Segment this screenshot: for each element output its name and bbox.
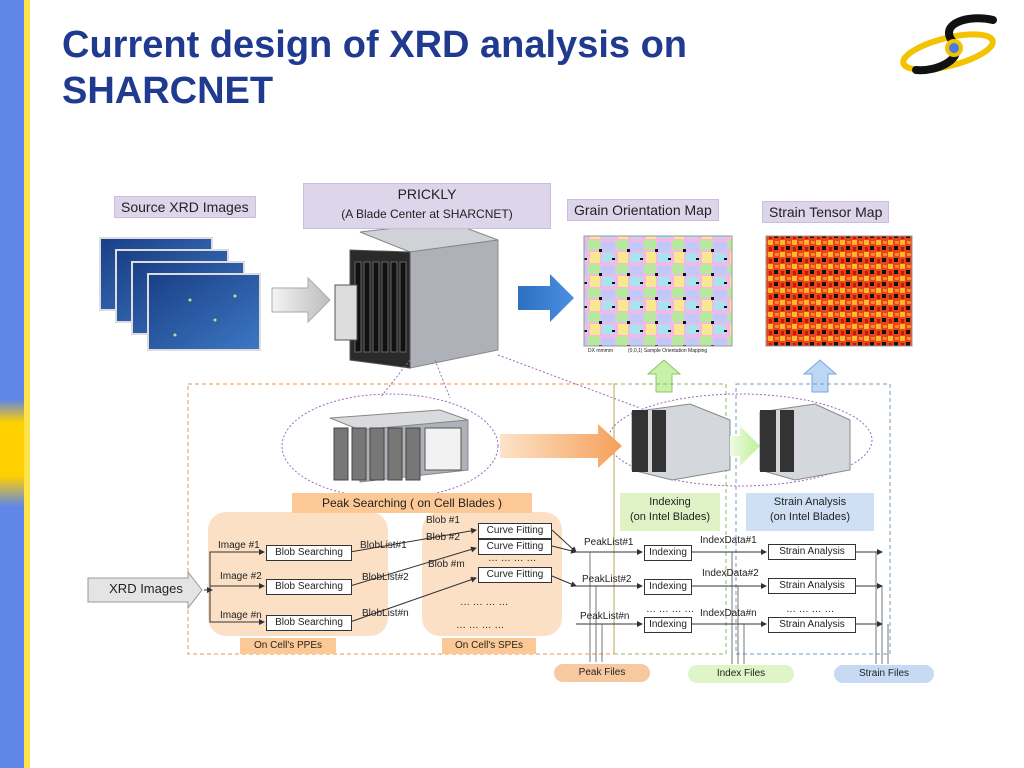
blob-2-label: Blob #2 (426, 532, 460, 543)
strain-section-label: Strain Analysis (on Intel Blades) (746, 493, 874, 531)
spes-label: On Cell's SPEs (442, 638, 536, 654)
prickly-label: PRICKLY (A Blade Center at SHARCNET) (303, 183, 551, 229)
cell-to-intel-arrow (500, 424, 622, 468)
peaklist-n-label: PeakList#n (580, 611, 630, 622)
blob-searching-box-n: Blob Searching (266, 615, 352, 631)
indexing-box-1: Indexing (644, 545, 692, 561)
indexing-box-n: Indexing (644, 617, 692, 633)
curve-fitting-ellipsis: … … … … (488, 553, 537, 564)
peak-searching-region (187, 383, 615, 655)
image-n-label: Image #n (220, 610, 262, 621)
index-files-pill: Index Files (688, 665, 794, 683)
bloblist-2-label: BlobList#2 (362, 572, 409, 583)
indexing-ellipsis: … … … … (646, 604, 695, 615)
peaklist-1-label: PeakList#1 (584, 537, 634, 548)
strain-analysis-box-2: Strain Analysis (768, 578, 856, 594)
indexing-section-sub: (on Intel Blades) (629, 511, 711, 523)
indexdata-2-label: IndexData#2 (702, 568, 759, 579)
cell-blades-image (329, 409, 469, 483)
ppes-region (208, 512, 388, 636)
indexdata-n-label: IndexData#n (700, 608, 757, 619)
strain-section-title: Strain Analysis (773, 496, 847, 508)
grain-map-caption-right: (0,0,1) Sample Orientation Mapping (628, 348, 708, 354)
prickly-server-image (334, 221, 499, 369)
strain-ellipsis: … … … … (786, 604, 835, 615)
grain-map-caption-left: DX mmmm (588, 348, 613, 354)
slide-sidebar (0, 0, 30, 768)
strain-blade-image (759, 403, 851, 481)
strain-files-pill: Strain Files (834, 665, 934, 683)
indexdata-1-label: IndexData#1 (700, 535, 757, 546)
sharcnet-logo-icon (900, 14, 997, 75)
strain-section-sub: (on Intel Blades) (769, 511, 851, 523)
xrd-images-label: XRD Images (109, 581, 183, 596)
peaklist-2-label: PeakList#2 (582, 574, 632, 585)
curve-fitting-box-1: Curve Fitting (478, 523, 552, 539)
blob-m-label: Blob #m (428, 559, 465, 570)
image-1-label: Image #1 (218, 540, 260, 551)
peak-searching-label: Peak Searching ( on Cell Blades ) (292, 493, 532, 513)
prickly-subtitle: (A Blade Center at SHARCNET) (341, 207, 513, 221)
prickly-to-maps-arrow (518, 274, 574, 322)
strain-region (735, 383, 891, 655)
curve-fitting-box-m: Curve Fitting (478, 567, 552, 583)
bloblist-1-label: BlobList#1 (360, 540, 407, 551)
indexing-to-grain-arrow (646, 359, 682, 393)
source-xrd-images-stack (99, 237, 261, 351)
source-images-label: Source XRD Images (114, 196, 256, 218)
indexing-section-title: Indexing (649, 496, 691, 508)
strain-to-tensor-arrow (802, 359, 838, 393)
blob-1-label: Blob #1 (426, 515, 460, 526)
curve-fitting-box-2: Curve Fitting (478, 539, 552, 555)
spe-ellipsis-1: … … … … (460, 597, 509, 608)
image-2-label: Image #2 (220, 571, 262, 582)
grain-map-label: Grain Orientation Map (567, 199, 719, 221)
blob-searching-box-1: Blob Searching (266, 545, 352, 561)
indexing-region (613, 383, 727, 655)
strain-analysis-box-1: Strain Analysis (768, 544, 856, 560)
source-to-prickly-arrow (271, 276, 331, 324)
strain-tensor-map (765, 235, 913, 347)
page-title: Current design of XRD analysis on SHARCN… (62, 24, 687, 112)
prickly-name: PRICKLY (397, 186, 457, 202)
blob-searching-box-2: Blob Searching (266, 579, 352, 595)
strain-map-label: Strain Tensor Map (762, 201, 890, 223)
indexing-box-2: Indexing (644, 579, 692, 595)
indexing-blade-image (631, 403, 731, 481)
indexing-section-label: Indexing (on Intel Blades) (620, 493, 720, 531)
spe-ellipsis-2: … … … … (456, 620, 505, 631)
strain-analysis-box-n: Strain Analysis (768, 617, 856, 633)
grain-orientation-map (583, 235, 733, 347)
ppes-label: On Cell's PPEs (240, 638, 336, 654)
sidebar-stripe (24, 0, 30, 768)
indexing-to-strain-arrow (730, 426, 760, 466)
bloblist-n-label: BlobList#n (362, 608, 409, 619)
xrd-images-arrow (87, 570, 203, 610)
peak-files-pill: Peak Files (554, 664, 650, 682)
